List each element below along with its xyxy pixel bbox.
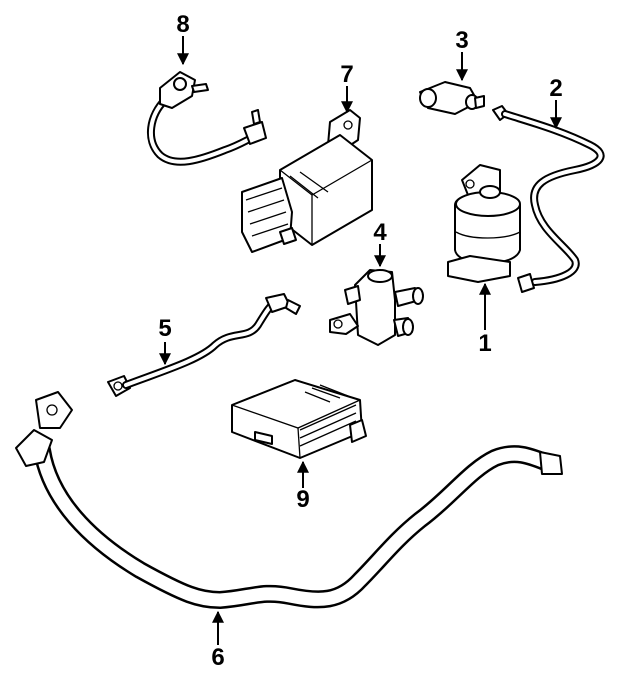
callout-label: 3 [455, 27, 468, 54]
callout-2: 2 [549, 75, 563, 130]
part-5-sensor-link[interactable] [107, 293, 301, 397]
callout-7: 7 [340, 61, 354, 114]
callout-label: 4 [373, 219, 387, 246]
callout-8: 8 [176, 11, 190, 66]
part-1-compressor[interactable] [447, 164, 521, 283]
part-6-stabilizer-bar[interactable] [15, 391, 563, 609]
part-9-electronic-module[interactable] [231, 379, 367, 459]
part-3-sensor-fitting[interactable] [419, 81, 485, 115]
callout-9: 9 [296, 460, 310, 513]
callout-6: 6 [211, 610, 225, 671]
callout-label: 5 [158, 315, 171, 342]
callout-label: 1 [478, 330, 491, 357]
callout-label: 9 [296, 486, 309, 513]
part-7-control-module[interactable] [241, 109, 373, 253]
callout-3: 3 [455, 27, 469, 82]
part-2-sensor-wire[interactable] [492, 105, 605, 293]
part-4-valve-block[interactable] [329, 269, 424, 346]
callout-1: 1 [478, 282, 492, 357]
callout-4: 4 [373, 219, 387, 268]
part-8-height-sensor[interactable] [146, 71, 267, 166]
callout-label: 8 [176, 11, 189, 38]
callout-label: 7 [340, 61, 353, 88]
callout-5: 5 [158, 315, 172, 366]
callout-label: 6 [211, 644, 224, 671]
callout-label: 2 [549, 75, 562, 102]
